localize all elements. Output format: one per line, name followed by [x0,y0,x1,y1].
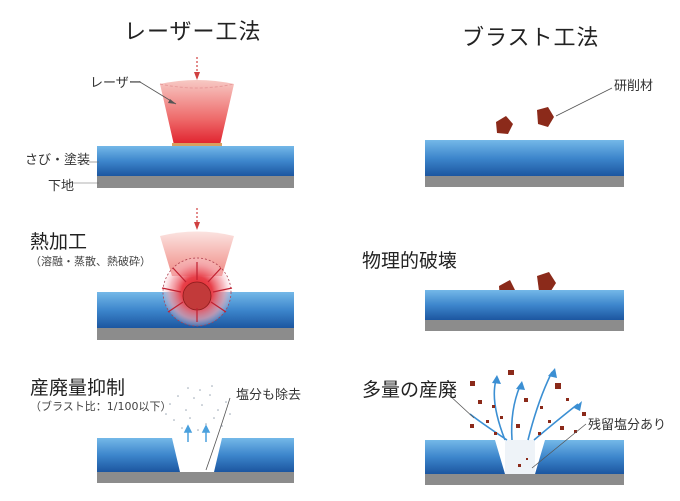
laser-row-3 [97,385,294,483]
blast-row-2 [425,230,624,331]
blast-row-3 [425,368,624,485]
substrate-layer [97,176,294,188]
heat-process-title: 熱加工 [30,231,88,253]
laser-beam [160,80,234,145]
laser-row-2 [97,208,294,340]
blast-method-title: ブラスト工法 [462,26,600,51]
abrasive-label: 研削材 [614,79,654,94]
waste-reduction-subtitle: （ブラスト比：1/100以下） [30,400,172,413]
heat-process-subtitle: （溶融・蒸散、熱破砕） [30,255,151,268]
salt-remaining-label: 残留塩分あり [588,418,667,433]
salt-removed-label: 塩分も除去 [236,388,302,403]
laser-label: レーザー [90,76,142,91]
laser-row-1 [73,57,294,188]
fine-dust [165,385,231,431]
abrasive-particle [496,116,513,134]
blast-row-1 [425,58,624,187]
abrasive-particle [537,107,554,127]
massive-waste-title: 多量の産廃 [362,379,458,401]
laser-method-title: レーザー工法 [124,20,262,45]
waste-reduction-title: 産廃量抑制 [30,377,126,399]
rust-coating-label: さび・塗装 [25,153,91,168]
coating-layer [97,146,294,176]
physical-destruction-title: 物理的破壊 [362,250,458,272]
debris-particles [470,370,586,467]
substrate-label: 下地 [48,179,75,194]
